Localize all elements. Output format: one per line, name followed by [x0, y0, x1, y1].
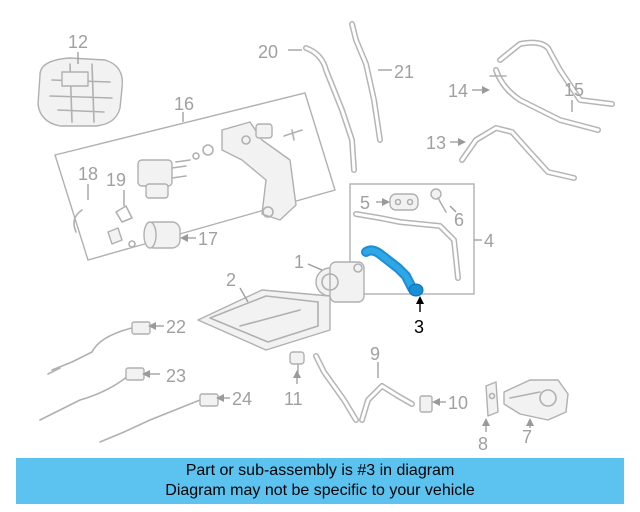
banner-line-1: Part or sub-assembly is #3 in diagram: [185, 462, 455, 479]
part-11-fitting: [289, 351, 305, 373]
part-3-hose-highlighted: [361, 245, 424, 297]
part-8-bracket: [485, 381, 499, 417]
callout-20: 20: [258, 42, 278, 62]
part-20-pipe: [303, 45, 357, 173]
part-9-tube: [313, 353, 415, 423]
callout-19: 19: [106, 170, 126, 190]
part-4-hose: [353, 211, 461, 281]
part-16-frame: [54, 92, 336, 261]
callout-13: 13: [426, 133, 446, 153]
callout-23: 23: [166, 366, 186, 386]
part-23-sensor: [39, 367, 145, 421]
callout-24: 24: [232, 389, 252, 409]
callout-7: 7: [522, 427, 532, 447]
part-18-hook: [73, 209, 83, 233]
part-19-valve: [137, 144, 214, 199]
callout-12: 12: [68, 32, 88, 52]
part-24-sensor: [99, 393, 219, 443]
callout-11: 11: [284, 389, 303, 409]
part-5-gasket: [389, 193, 419, 211]
callout-21: 21: [394, 62, 414, 82]
callout-4: 4: [484, 231, 494, 251]
callout-3: 3: [414, 317, 424, 337]
callout-2: 2: [226, 270, 236, 290]
part-6-bolt: [430, 188, 447, 213]
part-16-bracket: [221, 121, 303, 221]
part-7-housing: [503, 379, 569, 421]
callout-6: 6: [454, 210, 464, 230]
part-1-pump: [315, 261, 365, 303]
callout-14: 14: [448, 81, 468, 101]
callout-18: 18: [78, 164, 98, 184]
callout-17: 17: [198, 229, 218, 249]
callout-9: 9: [370, 344, 380, 364]
part-10-clip: [419, 395, 433, 413]
callout-22: 22: [166, 317, 186, 337]
callout-10: 10: [448, 393, 468, 413]
part-12-module: [37, 57, 124, 127]
part-17-canister: [128, 221, 181, 249]
info-banner: Part or sub-assembly is #3 in diagram Di…: [16, 458, 624, 504]
callout-16: 16: [174, 94, 194, 114]
callout-1: 1: [294, 252, 304, 272]
callout-8: 8: [478, 434, 488, 454]
part-22-sensor: [47, 321, 151, 375]
part-14-15-pipes: [489, 39, 615, 133]
banner-line-2: Diagram may not be specific to your vehi…: [165, 482, 475, 499]
part-21-pipe: [349, 21, 383, 143]
part-13-pipe: [459, 125, 577, 181]
part-2-tray: [197, 289, 331, 351]
callout-15: 15: [564, 80, 584, 100]
callout-5: 5: [360, 193, 370, 213]
